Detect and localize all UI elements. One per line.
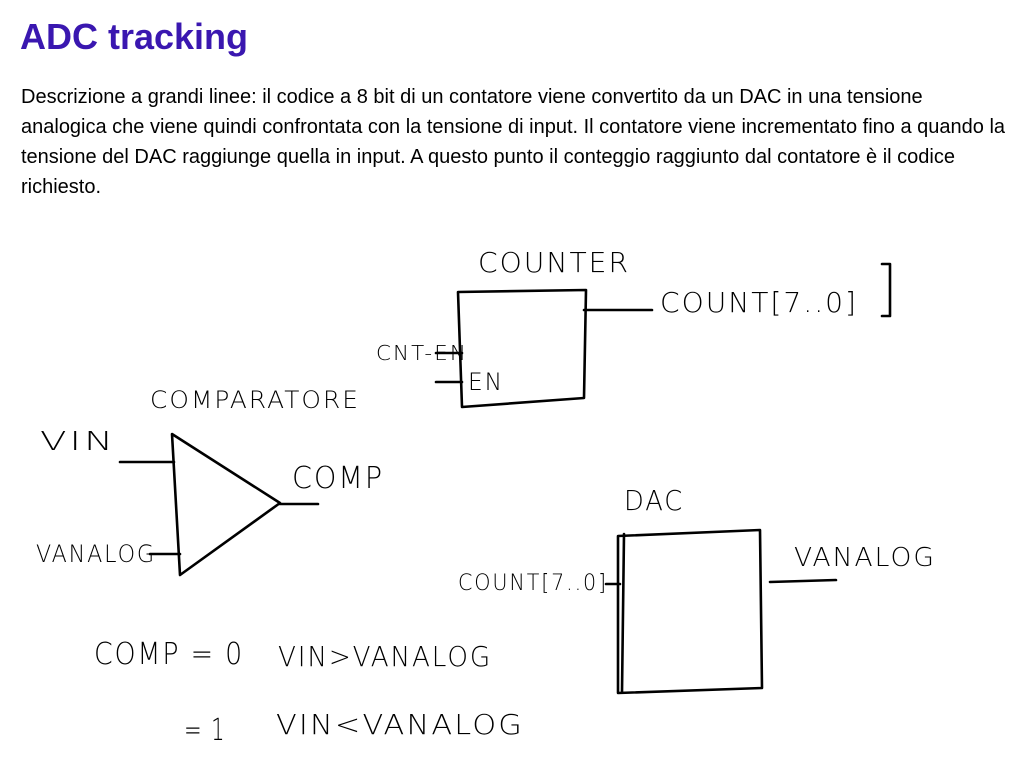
counter-output-label: COUNT[7..0] [660,286,858,319]
dac-box-inner-edge [620,532,626,694]
counter-enable-label: CNT-EN [376,341,468,365]
dac-box [616,528,764,695]
comparator-input-bottom-label: VANALOG [36,540,156,568]
counter-enable-wire [434,351,464,384]
counter-enable-port: EN [468,368,504,396]
comparator-input-top-label: VIN [40,427,116,457]
comparator-label: COMPARATORE [150,386,360,414]
counter-label: COUNTER [478,246,630,279]
counter-block: COUNTER COUNT[7..0] CNT-EN EN [376,246,892,409]
counter-output-bracket [880,262,892,318]
comparator-truth-notes: COMP = 0 VIN>VANALOG = 1 VIN<VANALOG [94,637,524,748]
comparator-output-label: COMP [292,461,384,496]
dac-output-label: VANALOG [794,543,936,573]
dac-input-label: COUNT[7..0] [458,571,608,596]
dac-output-wire [768,578,838,584]
truth-relation-1: VIN<VANALOG [276,708,524,741]
dac-label: DAC [624,484,684,517]
counter-box [456,288,588,409]
truth-condition-0: COMP = 0 [94,637,244,672]
slide-title: ADC tracking [20,16,249,57]
truth-relation-0: VIN>VANALOG [278,640,492,673]
comparator-block: COMPARATORE VIN VANALOG COMP [36,386,384,577]
comparator-triangle [170,432,282,577]
dac-block: DAC COUNT[7..0] VANALOG [458,484,936,695]
truth-condition-1: = 1 [184,713,226,748]
slide-description: Descrizione a grandi linee: il codice a … [21,86,1006,198]
